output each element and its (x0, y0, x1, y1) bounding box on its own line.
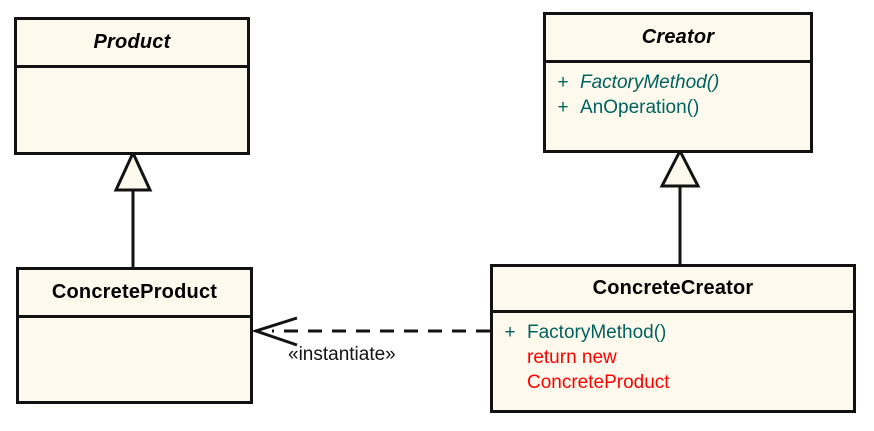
members-compartment-concreteproduct (19, 318, 250, 401)
member-name: FactoryMethod() (527, 322, 667, 343)
generalization-concreteproduct-to-product (113, 149, 153, 267)
member-name: FactoryMethod() (580, 72, 720, 93)
class-box-concretecreator[interactable]: ConcreteCreator + FactoryMethod() return… (490, 264, 856, 413)
compartment-divider-concretecreator (493, 310, 853, 313)
member-note-line: return new (527, 347, 617, 368)
member-note-line: ConcreteProduct (527, 372, 670, 393)
compartment-divider-concreteproduct (19, 315, 250, 318)
members-compartment-concretecreator: + FactoryMethod() return new ConcretePro… (493, 313, 853, 410)
compartment-divider-product (17, 65, 247, 68)
compartment-divider-creator (546, 60, 810, 63)
open-arrowhead-instantiate (251, 316, 298, 347)
members-compartment-creator: + FactoryMethod() + AnOperation() (546, 63, 810, 150)
hollow-triangle-arrowhead-product (113, 149, 153, 192)
member-name: AnOperation() (580, 97, 700, 118)
dependency-instantiate (251, 316, 490, 347)
class-name-creator: Creator (641, 26, 715, 48)
class-box-product[interactable]: Product (14, 17, 250, 155)
members-compartment-product (17, 68, 247, 152)
member-row: + AnOperation() (546, 95, 810, 120)
class-box-creator[interactable]: Creator + FactoryMethod() + AnOperation(… (543, 12, 813, 153)
class-name-product: Product (93, 31, 171, 53)
member-row: + FactoryMethod() (546, 70, 810, 95)
member-visibility: + (557, 97, 569, 118)
hollow-triangle-arrowhead-creator (659, 147, 701, 188)
member-visibility: + (504, 322, 516, 343)
member-row: + FactoryMethod() (493, 320, 853, 345)
class-name-concreteproduct: ConcreteProduct (51, 281, 218, 303)
class-name-concretecreator: ConcreteCreator (592, 277, 754, 299)
member-visibility: + (557, 72, 569, 93)
generalization-concretecreator-to-creator (659, 147, 701, 264)
class-box-concreteproduct[interactable]: ConcreteProduct (16, 267, 253, 404)
dependency-label-instantiate: «instantiate» (288, 344, 396, 365)
